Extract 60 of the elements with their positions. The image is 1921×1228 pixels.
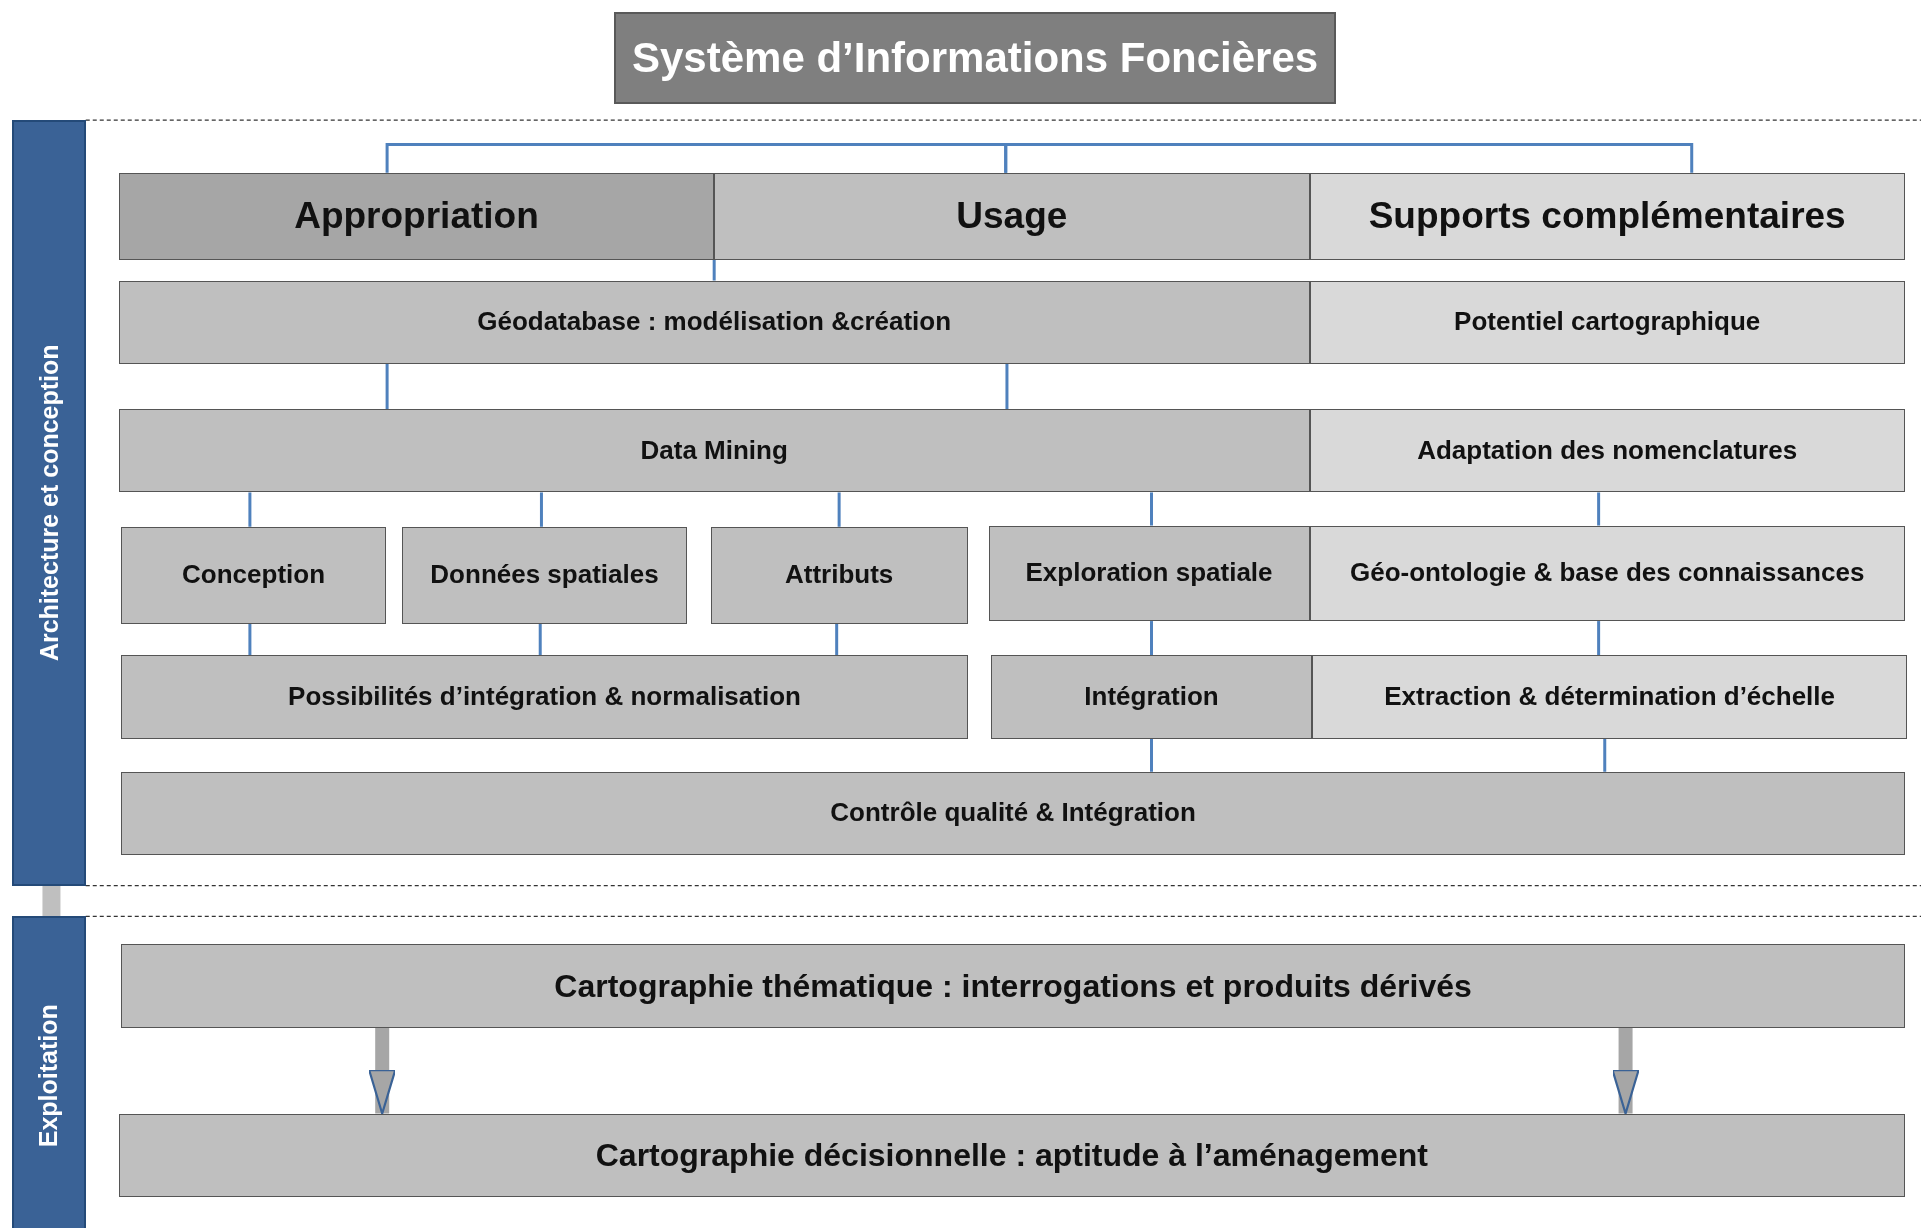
- process-box: [1309, 525, 1905, 622]
- process-box: [118, 280, 1310, 364]
- process-box: [710, 526, 968, 624]
- box-label: Données spatiales: [429, 560, 660, 591]
- process-box: [1309, 280, 1905, 364]
- connector-line: [837, 492, 841, 527]
- box-label: Potentiel cartographique: [1453, 307, 1762, 338]
- process-box: [991, 655, 1312, 739]
- band-label: Architecture et conception: [35, 344, 63, 662]
- connector-line: [1004, 143, 1694, 173]
- process-box: [1309, 409, 1905, 493]
- title-box: Système d’Informations Foncières: [613, 12, 1337, 105]
- process-box: [118, 172, 715, 260]
- arrow: [368, 1027, 397, 1115]
- connector-line: [1150, 492, 1153, 526]
- box-label: Attributs: [783, 560, 895, 591]
- box-label: Contrôle qualité & Intégration: [829, 798, 1197, 829]
- box-label: Possibilités d’intégration & normalisation: [287, 682, 802, 712]
- process-box: [121, 771, 1905, 856]
- box-label: Adaptation des nomenclatures: [1416, 435, 1799, 466]
- connector-line: [42, 885, 61, 917]
- process-box: [121, 944, 1905, 1028]
- process-box: [1309, 172, 1905, 260]
- connector-line: [538, 623, 542, 656]
- process-box: [714, 172, 1310, 260]
- connector-line: [539, 492, 543, 527]
- box-label: Usage: [955, 194, 1069, 238]
- process-box: [121, 526, 386, 624]
- process-box: [1311, 655, 1908, 739]
- connector-line: [835, 623, 839, 656]
- band-label: Exploitation: [35, 1004, 63, 1148]
- box-label: Extraction & détermination d’échelle: [1383, 682, 1837, 712]
- connector-line: [1005, 363, 1009, 410]
- connector-line: [248, 623, 252, 656]
- box-label: Cartographie thématique : interrogations et produits dérivés: [553, 967, 1473, 1005]
- box-label: Géo-ontologie & base des connaissances: [1349, 558, 1866, 589]
- box-label: Data Mining: [639, 435, 789, 466]
- process-box: [118, 1113, 1905, 1197]
- connector-line: [1603, 738, 1607, 772]
- box-label: Intégration: [1083, 682, 1220, 712]
- box-label: Exploration spatiale: [1024, 558, 1274, 589]
- connector-line: [712, 259, 716, 281]
- connector-line: [1597, 621, 1601, 656]
- process-box: [121, 655, 968, 739]
- connector-line: [385, 363, 389, 410]
- process-box: [118, 409, 1310, 493]
- side-band: [12, 120, 86, 886]
- box-label: Appropriation: [293, 194, 540, 238]
- process-box: [988, 525, 1310, 622]
- side-band: [12, 916, 86, 1228]
- box-label: Supports complémentaires: [1367, 194, 1847, 238]
- box-label: Conception: [181, 560, 327, 591]
- connector-line: [1597, 492, 1601, 526]
- process-box: [401, 526, 688, 624]
- box-label: Cartographie décisionnelle : aptitude à l’aménagement: [594, 1136, 1429, 1174]
- box-label: Géodatabase : modélisation &création: [476, 307, 953, 338]
- connector-line: [248, 492, 252, 527]
- arrow: [1611, 1027, 1640, 1115]
- connector-line: [1150, 621, 1153, 656]
- connector-line: [1150, 738, 1153, 772]
